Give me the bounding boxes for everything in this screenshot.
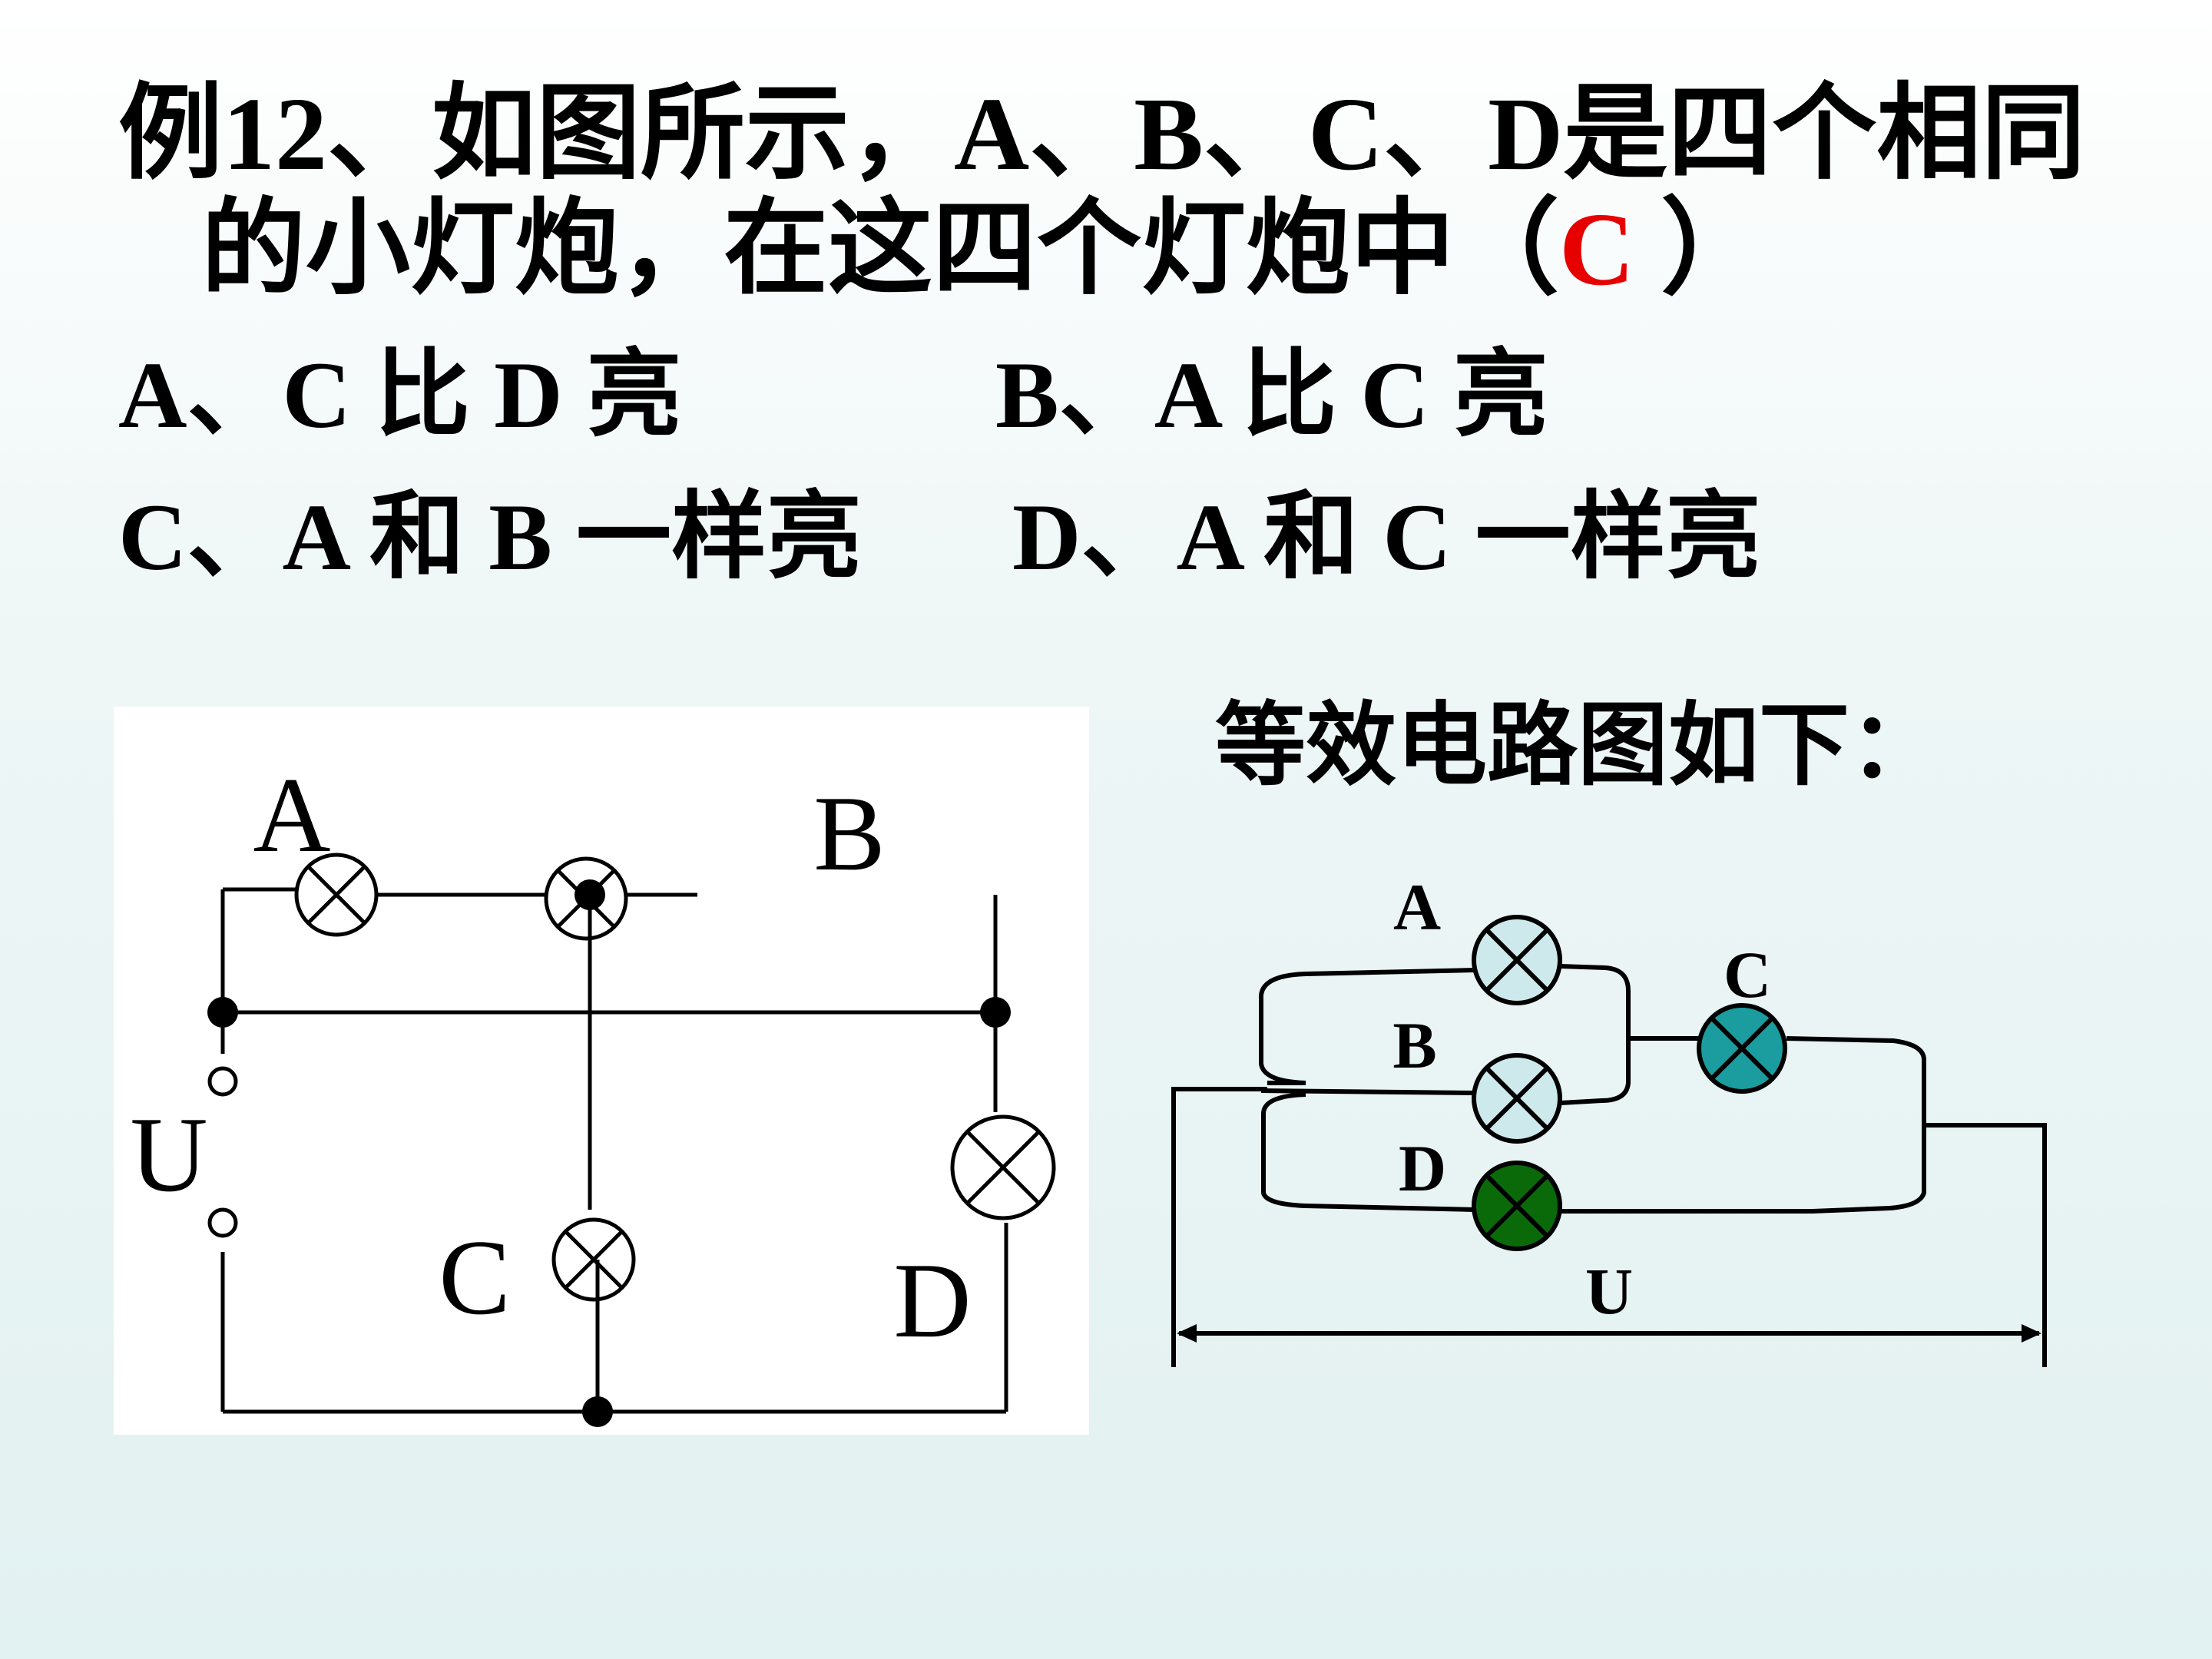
question-line-2: 的小灯炮，在这四个灯炮中（C ） — [201, 192, 1765, 307]
label-c: C — [1724, 938, 1771, 1012]
wire — [1560, 964, 1631, 1105]
option-d: D、A 和 C 一样亮 — [1012, 485, 1761, 590]
junction — [575, 879, 605, 910]
junction — [980, 997, 1011, 1028]
option-b: B、A 比 C 亮 — [995, 343, 1548, 448]
wire — [1924, 1123, 2047, 1367]
question-text: 的小灯炮，在这四个灯炮中（ — [201, 192, 1559, 307]
label-b: B — [1392, 1008, 1436, 1082]
label-u: U — [130, 1095, 207, 1214]
original-circuit-diagram: A B C D U — [130, 756, 1056, 1427]
label-c: C — [439, 1218, 510, 1337]
label-u: U — [1585, 1254, 1633, 1328]
label-a: A — [1393, 870, 1441, 944]
wire — [1171, 1087, 1267, 1367]
terminal-top — [207, 1066, 238, 1097]
equivalent-circuit-diagram: A B C D U — [1171, 870, 2047, 1367]
lamp-a — [294, 853, 379, 937]
answer-text: C — [1559, 192, 1635, 307]
question-close-paren: ） — [1634, 192, 1766, 307]
question-line-1: 例12、如图所示，A、B、C、D是四个相同 — [118, 77, 2086, 192]
wire — [1261, 1092, 1475, 1212]
arrow-right-icon — [2022, 1324, 2041, 1343]
lamp-d — [950, 1114, 1056, 1220]
wire — [1561, 1036, 1926, 1214]
lamp-b — [1472, 1053, 1562, 1144]
junction — [582, 1396, 613, 1427]
label-d: D — [1399, 1131, 1446, 1205]
lamp-c — [1697, 1003, 1787, 1094]
terminal-bottom — [207, 1207, 238, 1238]
option-c: C、A 和 B 一样亮 — [118, 485, 862, 590]
equivalent-circuit-title: 等效电路图如下： — [1215, 692, 1941, 798]
label-d: D — [893, 1241, 971, 1360]
wire — [1260, 1088, 1475, 1095]
lamp-d — [1472, 1161, 1562, 1251]
original-circuit-panel: A B C D U — [114, 707, 1089, 1435]
junction — [207, 997, 238, 1028]
label-b: B — [813, 774, 885, 893]
lamp-a — [1472, 915, 1562, 1005]
option-a: A、C 比 D 亮 — [118, 343, 682, 448]
wire — [1258, 968, 1475, 1085]
arrow-left-icon — [1177, 1324, 1197, 1343]
label-a: A — [253, 756, 330, 875]
lamp-c — [551, 1217, 636, 1302]
